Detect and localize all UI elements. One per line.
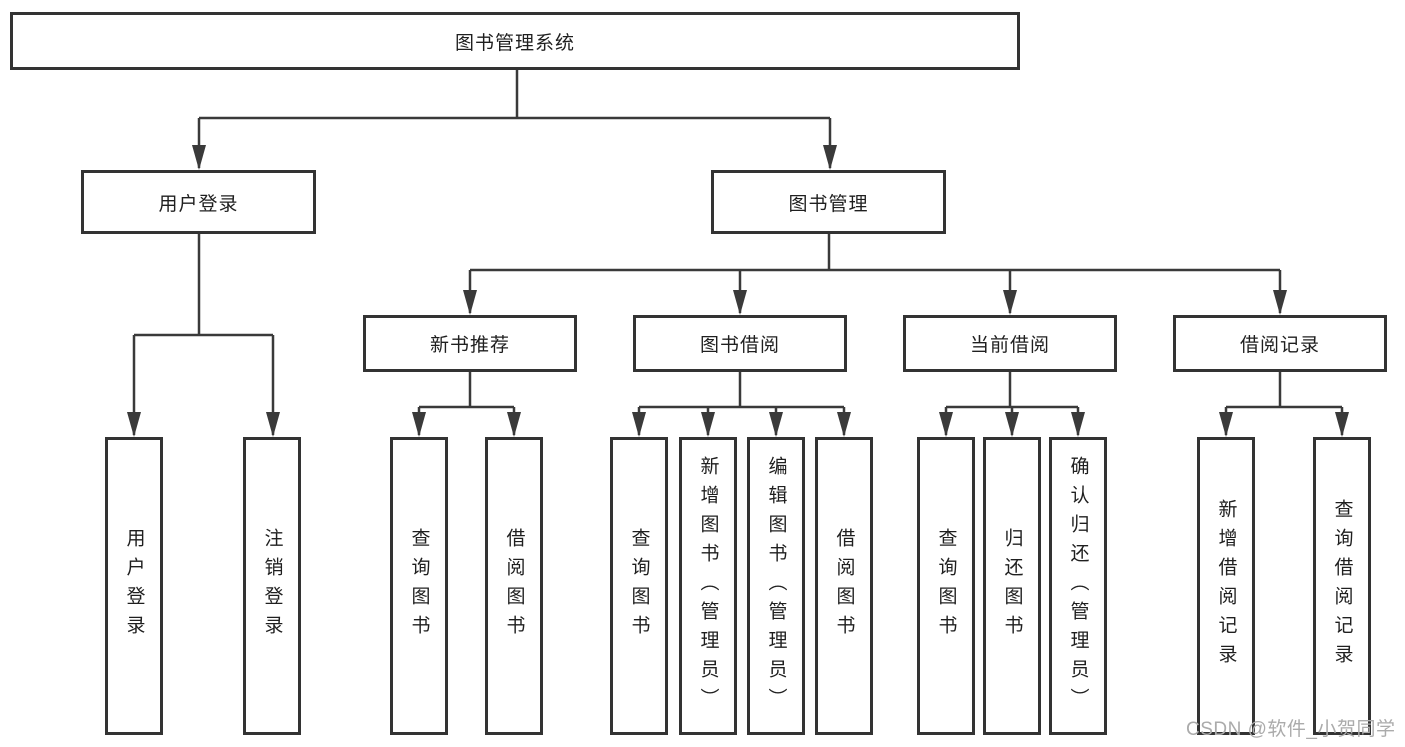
leaf-borrow-borrow-books: 借阅图书 xyxy=(815,437,873,735)
node-user-login: 用户登录 xyxy=(81,170,316,234)
leaf-current-query-books-label: 查询图书 xyxy=(935,528,957,644)
leaf-current-confirm-return-admin: 确认归还（管理员） xyxy=(1049,437,1107,735)
leaf-records-add-record: 新增借阅记录 xyxy=(1197,437,1255,735)
leaf-newbook-query-books: 查询图书 xyxy=(390,437,448,735)
node-book-management-label: 图书管理 xyxy=(788,193,869,215)
node-current-borrowing-label: 当前借阅 xyxy=(969,335,1050,356)
leaf-records-query-record-label: 查询借阅记录 xyxy=(1331,499,1353,673)
leaf-current-query-books: 查询图书 xyxy=(917,437,975,735)
leaf-borrow-edit-books-admin-label: 编辑图书（管理员） xyxy=(765,455,787,717)
arrowheads xyxy=(127,145,1349,437)
node-new-book-recommendation-label: 新书推荐 xyxy=(429,335,510,356)
leaf-records-query-record: 查询借阅记录 xyxy=(1313,437,1371,735)
leaf-current-confirm-return-admin-label: 确认归还（管理员） xyxy=(1067,455,1089,717)
leaf-logout-label: 注销登录 xyxy=(261,528,283,644)
node-current-borrowing: 当前借阅 xyxy=(903,315,1117,372)
leaf-newbook-borrow-books-label: 借阅图书 xyxy=(503,528,525,644)
node-borrowing-records: 借阅记录 xyxy=(1173,315,1387,372)
node-book-borrowing: 图书借阅 xyxy=(633,315,847,372)
leaf-borrow-add-books-admin: 新增图书（管理员） xyxy=(679,437,737,735)
leaf-borrow-query-books-label: 查询图书 xyxy=(628,528,650,644)
leaf-current-return-books-label: 归还图书 xyxy=(1001,528,1023,644)
leaf-borrow-borrow-books-label: 借阅图书 xyxy=(833,528,855,644)
watermark: CSDN @软件_小贺同学 xyxy=(1186,719,1396,740)
node-user-login-label: 用户登录 xyxy=(158,193,239,215)
node-new-book-recommendation: 新书推荐 xyxy=(363,315,577,372)
leaf-borrow-add-books-admin-label: 新增图书（管理员） xyxy=(697,455,719,717)
node-book-management: 图书管理 xyxy=(711,170,946,234)
leaf-user-login: 用户登录 xyxy=(105,437,163,735)
node-borrowing-records-label: 借阅记录 xyxy=(1239,335,1320,356)
leaf-borrow-edit-books-admin: 编辑图书（管理员） xyxy=(747,437,805,735)
leaf-user-login-label: 用户登录 xyxy=(123,528,145,644)
leaf-logout: 注销登录 xyxy=(243,437,301,735)
leaf-newbook-borrow-books: 借阅图书 xyxy=(485,437,543,735)
node-book-borrowing-label: 图书借阅 xyxy=(699,335,780,356)
leaf-records-add-record-label: 新增借阅记录 xyxy=(1215,499,1237,673)
node-library-system: 图书管理系统 xyxy=(10,12,1020,70)
leaf-current-return-books: 归还图书 xyxy=(983,437,1041,735)
node-library-system-label: 图书管理系统 xyxy=(454,32,575,54)
leaf-borrow-query-books: 查询图书 xyxy=(610,437,668,735)
leaf-newbook-query-books-label: 查询图书 xyxy=(408,528,430,644)
